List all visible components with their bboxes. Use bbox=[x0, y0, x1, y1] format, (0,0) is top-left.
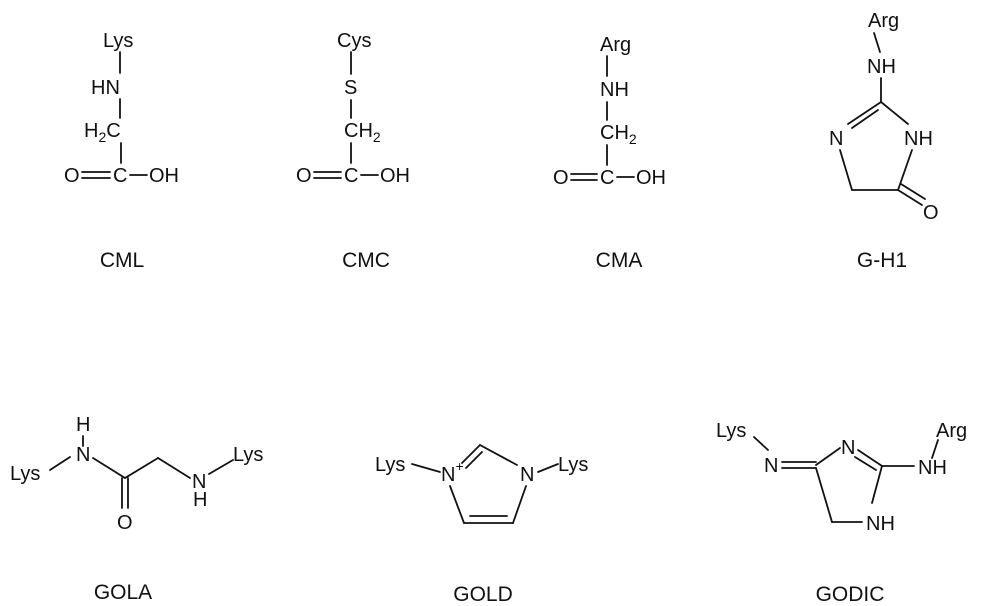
bond bbox=[92, 457, 126, 479]
atom-n: N bbox=[829, 128, 843, 150]
atom-lys-right: Lys bbox=[558, 454, 588, 476]
molecule-label: G-H1 bbox=[857, 249, 907, 272]
atom-o: O bbox=[553, 167, 569, 189]
atom-nh-ring: NH bbox=[866, 513, 895, 535]
atom-h-bottom: H bbox=[193, 489, 207, 511]
molecule-g-h1: Arg NH N NH O G-H1 bbox=[829, 10, 939, 272]
double-bond bbox=[857, 449, 883, 467]
atom-ch2: CH2 bbox=[344, 120, 381, 145]
bond bbox=[753, 436, 769, 451]
double-bond bbox=[847, 101, 882, 125]
double-bond bbox=[854, 456, 877, 471]
atom-nh-ring: NH bbox=[904, 128, 933, 150]
molecule-label: CML bbox=[100, 249, 144, 272]
double-bond bbox=[461, 444, 481, 464]
molecule-gola: Lys H N O N H Lys GOLA bbox=[10, 414, 263, 604]
molecule-gold: Lys N+ N Lys GOLD bbox=[375, 444, 588, 606]
bond bbox=[931, 439, 939, 459]
atom-lys-left: Lys bbox=[375, 454, 405, 476]
bond bbox=[157, 457, 191, 479]
bond bbox=[871, 465, 883, 504]
atom-h-top: H bbox=[76, 414, 90, 436]
atom-lys: Lys bbox=[716, 420, 746, 442]
molecule-cml: Lys HN H2C O C OH CML bbox=[64, 30, 179, 272]
atom-n-right: N bbox=[192, 471, 206, 493]
atom-o: O bbox=[64, 165, 80, 187]
bond bbox=[815, 467, 833, 523]
atom-arg: Arg bbox=[868, 10, 899, 32]
atom-nh: NH bbox=[600, 79, 629, 101]
bond bbox=[479, 444, 518, 466]
atom-oh: OH bbox=[636, 167, 666, 189]
bond bbox=[537, 463, 559, 473]
atom-oh: OH bbox=[149, 165, 179, 187]
bond bbox=[815, 447, 841, 466]
atom-c: C bbox=[344, 165, 358, 187]
bond bbox=[880, 101, 909, 125]
bond bbox=[124, 457, 159, 479]
atom-n-plus: N+ bbox=[441, 458, 464, 486]
molecule-cmc: Cys S CH2 O C OH CMC bbox=[296, 30, 410, 272]
atom-c: C bbox=[113, 165, 127, 187]
molecule-label: CMC bbox=[342, 249, 390, 272]
atom-c: C bbox=[600, 167, 614, 189]
atom-nh-exo: NH bbox=[918, 457, 947, 479]
atom-arg: Arg bbox=[600, 34, 631, 56]
bond bbox=[449, 485, 465, 524]
molecule-label: GOLA bbox=[94, 581, 152, 604]
atom-lys-right: Lys bbox=[233, 444, 263, 466]
molecule-label: CMA bbox=[596, 249, 643, 272]
atom-s: S bbox=[344, 77, 357, 99]
bond bbox=[208, 459, 234, 475]
bond bbox=[512, 485, 527, 524]
molecule-godic: Lys N N NH NH Arg GODIC bbox=[716, 420, 967, 606]
bond bbox=[839, 149, 853, 191]
atom-arg: Arg bbox=[936, 420, 967, 442]
double-bond bbox=[897, 189, 923, 206]
molecule-cma: Arg NH CH2 O C OH CMA bbox=[553, 34, 666, 272]
atom-h2c: H2C bbox=[84, 120, 121, 145]
molecule-label: GOLD bbox=[453, 583, 513, 606]
atom-oh: OH bbox=[380, 165, 410, 187]
bond bbox=[873, 32, 881, 53]
atom-n-right: N bbox=[520, 464, 534, 486]
atom-n-ring: N bbox=[841, 437, 855, 459]
bond bbox=[49, 456, 71, 471]
double-bond bbox=[851, 109, 879, 129]
atom-n-exo: N bbox=[764, 455, 778, 477]
atom-ch2: CH2 bbox=[600, 122, 637, 147]
bond bbox=[411, 463, 441, 473]
double-bond bbox=[465, 451, 483, 469]
atom-o: O bbox=[117, 512, 133, 534]
atom-n-left: N bbox=[76, 444, 90, 466]
atom-nh: NH bbox=[867, 56, 896, 78]
atom-o: O bbox=[296, 165, 312, 187]
atom-lys: Lys bbox=[103, 30, 133, 52]
molecule-label: GODIC bbox=[816, 583, 885, 606]
bond bbox=[897, 149, 913, 191]
atom-cys: Cys bbox=[337, 30, 371, 52]
atom-o: O bbox=[923, 202, 939, 224]
atom-hn: HN bbox=[91, 77, 120, 99]
double-bond bbox=[900, 183, 926, 200]
atom-lys-left: Lys bbox=[10, 463, 40, 485]
